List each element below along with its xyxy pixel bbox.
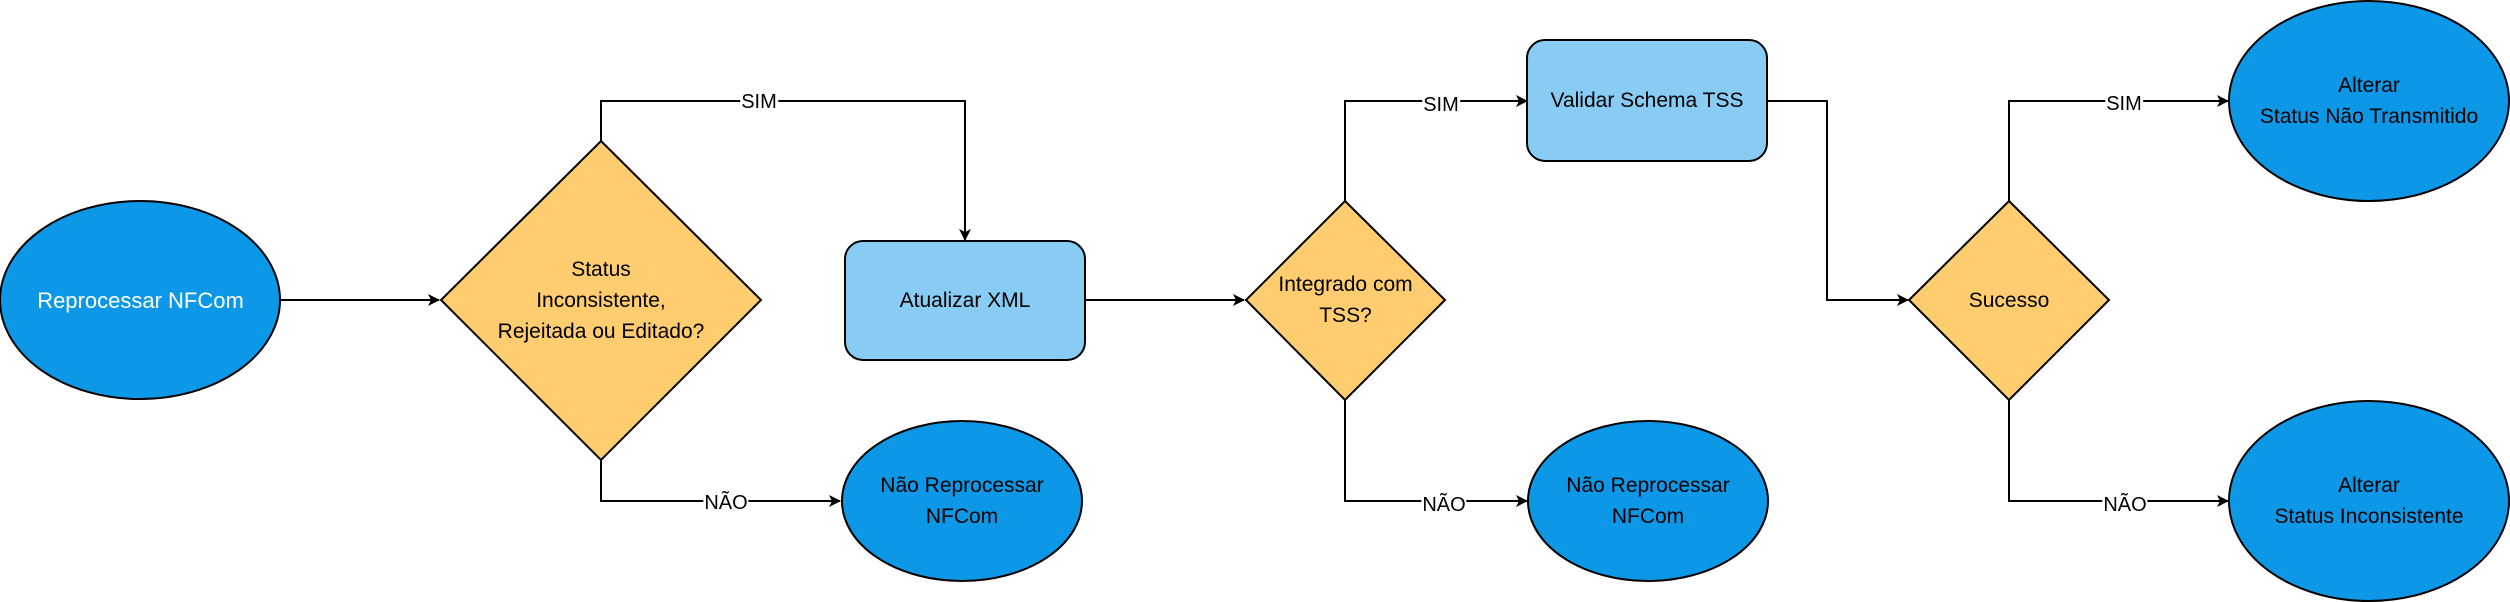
- edge-label-status-sim: SIM: [740, 91, 778, 113]
- edge-decision-success-sim: [2008, 95, 2229, 201]
- node-no-reprocess-1[interactable]: [841, 420, 1083, 582]
- node-no-reprocess-2[interactable]: [1527, 420, 1769, 582]
- node-status-not-transmitted[interactable]: [2228, 0, 2510, 202]
- edge-label-success-nao: NÃO: [2102, 494, 2148, 516]
- edge-label-tss-nao: NÃO: [1421, 494, 1467, 516]
- edge-decision-success-nao: [2008, 400, 2229, 507]
- node-validate-schema[interactable]: [1526, 39, 1768, 162]
- edge-decision-tss-nao: [1344, 400, 1528, 507]
- node-decision-tss[interactable]: [1244, 199, 1447, 402]
- node-status-inconsistent[interactable]: [2228, 400, 2510, 602]
- edge-decision-tss-sim: [1344, 95, 1528, 201]
- edge-label-success-sim: SIM: [2105, 93, 2143, 115]
- edge-label-tss-sim: SIM: [1422, 94, 1460, 116]
- edge-validate-schema-to-decision-success: [1767, 100, 1909, 306]
- node-decision-status[interactable]: [439, 139, 763, 462]
- edge-label-status-nao: NÃO: [703, 492, 749, 514]
- node-start[interactable]: [0, 200, 281, 400]
- node-decision-success[interactable]: [1907, 199, 2111, 402]
- edge-decision-status-sim: [600, 100, 971, 241]
- edge-decision-status-nao: [600, 460, 841, 507]
- node-update-xml[interactable]: [844, 240, 1086, 361]
